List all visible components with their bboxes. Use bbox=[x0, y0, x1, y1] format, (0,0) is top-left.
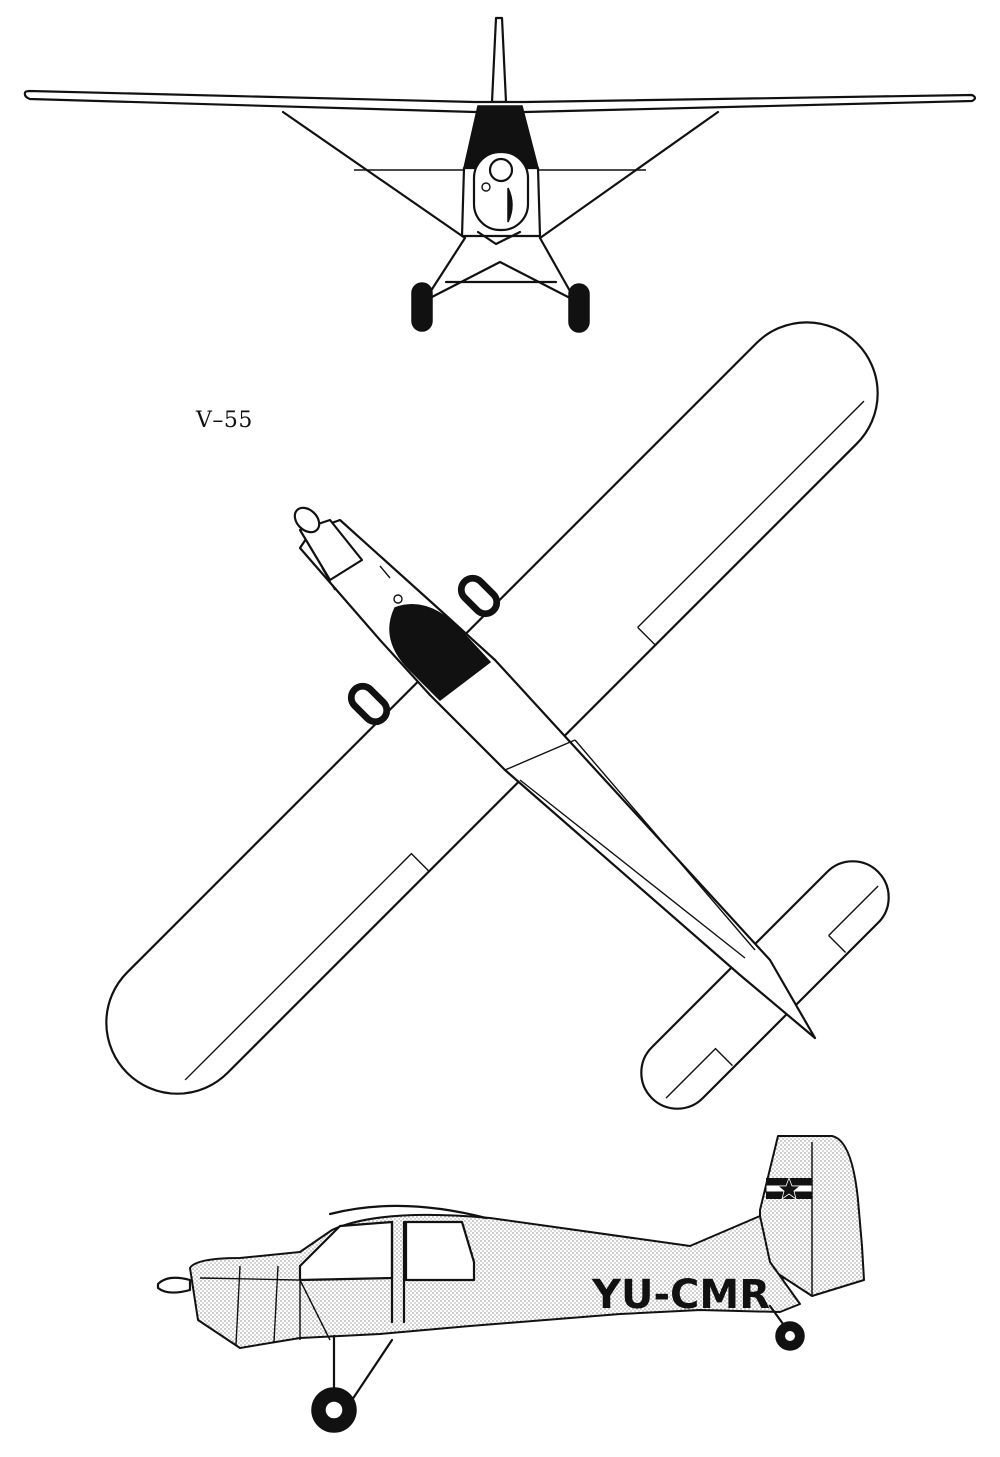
side-flag-band-bottom bbox=[766, 1192, 812, 1199]
side-flag-star bbox=[776, 1176, 802, 1200]
front-wing-struts bbox=[281, 110, 720, 240]
side-windshield bbox=[298, 1220, 394, 1282]
plan-spinner bbox=[293, 506, 321, 534]
plan-right-aileron bbox=[637, 400, 865, 646]
side-spinner bbox=[156, 1276, 192, 1294]
side-cowling-lines bbox=[199, 1265, 331, 1346]
front-landing-gear bbox=[423, 236, 577, 302]
side-wing-strut bbox=[390, 1220, 406, 1324]
front-view bbox=[23, 16, 977, 333]
side-cabin-window bbox=[404, 1220, 476, 1282]
plan-fuselage-lines bbox=[504, 739, 756, 959]
plan-left-aileron bbox=[184, 852, 430, 1081]
front-fin bbox=[490, 16, 508, 104]
side-main-gear bbox=[332, 1334, 394, 1402]
plan-cowl-lines bbox=[321, 565, 391, 591]
front-spinner bbox=[488, 157, 514, 183]
front-chin bbox=[476, 230, 522, 246]
plan-fuel-cap bbox=[393, 594, 403, 604]
plan-view bbox=[105, 321, 890, 1110]
side-roof-line bbox=[328, 1204, 488, 1220]
front-wing bbox=[23, 89, 977, 114]
aircraft-designation: V–55 bbox=[196, 408, 253, 433]
plan-cabin-roof bbox=[389, 604, 492, 701]
side-view: YU-CMR bbox=[156, 1135, 865, 1433]
front-cowling bbox=[472, 150, 530, 232]
side-registration: YU-CMR bbox=[591, 1272, 770, 1318]
front-exhaust bbox=[507, 187, 513, 223]
front-left-wheel bbox=[411, 282, 433, 332]
front-intake bbox=[481, 182, 491, 192]
front-right-wheel bbox=[568, 283, 590, 333]
